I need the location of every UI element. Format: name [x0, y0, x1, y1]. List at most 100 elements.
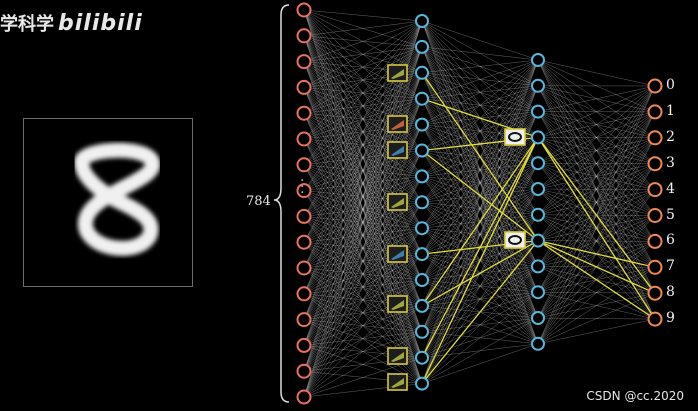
highlight-line [537, 137, 656, 294]
connection-line [303, 20, 423, 269]
connection-line [421, 59, 539, 281]
connection-line [421, 292, 539, 384]
hidden-neuron [415, 65, 429, 80]
hidden-neuron [415, 324, 429, 339]
connection-line [537, 85, 656, 241]
output-label-2: 2 [666, 128, 675, 145]
connection-line [537, 318, 656, 345]
input-neuron [296, 54, 312, 70]
input-neuron [296, 28, 312, 44]
connection-line [537, 267, 656, 344]
edge-feature-icon [387, 141, 408, 159]
feature-stroke [391, 300, 404, 310]
highlighted-connections [421, 72, 656, 385]
hidden-neuron [531, 53, 545, 67]
loop-feature-icon [504, 231, 526, 249]
connection-line [421, 59, 539, 74]
connection-line [303, 253, 423, 398]
connection-line [303, 46, 423, 398]
hidden-neuron [531, 233, 545, 248]
connection-line [421, 343, 539, 384]
output-label-5: 5 [666, 206, 675, 223]
connection-line [537, 59, 656, 87]
connection-line [303, 20, 423, 140]
connection-line [537, 85, 656, 190]
connection-line [303, 20, 423, 243]
edge-feature-icon [387, 64, 408, 82]
input-neuron [296, 2, 312, 18]
edge-feature-icon [387, 295, 408, 313]
hidden-neuron [415, 14, 429, 28]
connection-line [303, 20, 423, 217]
feature-box [387, 373, 408, 391]
connection-line [537, 85, 656, 112]
connection-line [303, 150, 423, 398]
output-neuron [647, 182, 663, 198]
connection-line [421, 46, 539, 61]
feature-stroke [391, 198, 404, 208]
input-neuron [296, 286, 312, 302]
input-neuron [296, 389, 312, 405]
feature-box [387, 115, 408, 133]
hidden-neuron [531, 130, 545, 145]
output-label-6: 6 [666, 232, 675, 249]
output-label-3: 3 [666, 154, 675, 171]
feature-stroke [391, 352, 404, 362]
connection-line [303, 20, 423, 88]
connection-line [421, 59, 539, 125]
connection-line [421, 59, 539, 99]
highlight-line [421, 72, 539, 241]
hidden-neuron [415, 169, 429, 184]
output-neuron [647, 104, 663, 120]
output-neuron [647, 285, 663, 301]
connection-line [303, 176, 423, 398]
input-neuron [296, 260, 312, 276]
output-label-4: 4 [666, 180, 675, 197]
connection-line [303, 20, 423, 398]
connection-line [421, 317, 539, 384]
feature-box [387, 193, 408, 211]
highlight-line [421, 240, 539, 307]
hidden-neuron [415, 273, 429, 287]
feature-box [387, 64, 408, 82]
connection-line [537, 85, 656, 138]
input-neuron [296, 157, 312, 173]
ellipsis-icon: ··· [300, 173, 305, 201]
hidden-neuron [531, 259, 545, 274]
input-layer-count: 784 [246, 194, 271, 209]
connection-line [303, 20, 423, 62]
edge-feature-icon [387, 193, 408, 211]
connection-line [421, 59, 539, 203]
output-label-9: 9 [666, 310, 675, 327]
hidden-neuron [531, 207, 545, 222]
connection-line [303, 305, 423, 398]
connection-line [421, 188, 539, 384]
hidden-neuron [415, 298, 429, 313]
connection-line [303, 20, 423, 165]
feature-boxes [387, 64, 526, 391]
feature-loop [508, 235, 522, 245]
highlight-line [421, 137, 539, 307]
hidden-neuron [415, 376, 429, 391]
highlight-line [537, 239, 656, 268]
connection-line [537, 241, 656, 344]
hidden-neuron [531, 182, 545, 196]
connection-line [537, 292, 656, 345]
input-neuron [296, 312, 312, 328]
highlight-line [421, 240, 539, 385]
brace-icon [273, 4, 290, 403]
highlight-line [421, 137, 539, 384]
hidden-neuron [415, 117, 429, 132]
edge-feature-icon [387, 347, 408, 365]
feature-box [387, 141, 408, 159]
output-neuron [647, 78, 663, 94]
feature-stroke [391, 378, 404, 388]
connection-line [303, 20, 423, 114]
hidden-neuron [415, 195, 429, 210]
connection-line [421, 59, 539, 151]
hidden-neuron [531, 311, 545, 325]
connection-line [537, 85, 656, 164]
edge-feature-icon [387, 245, 408, 263]
